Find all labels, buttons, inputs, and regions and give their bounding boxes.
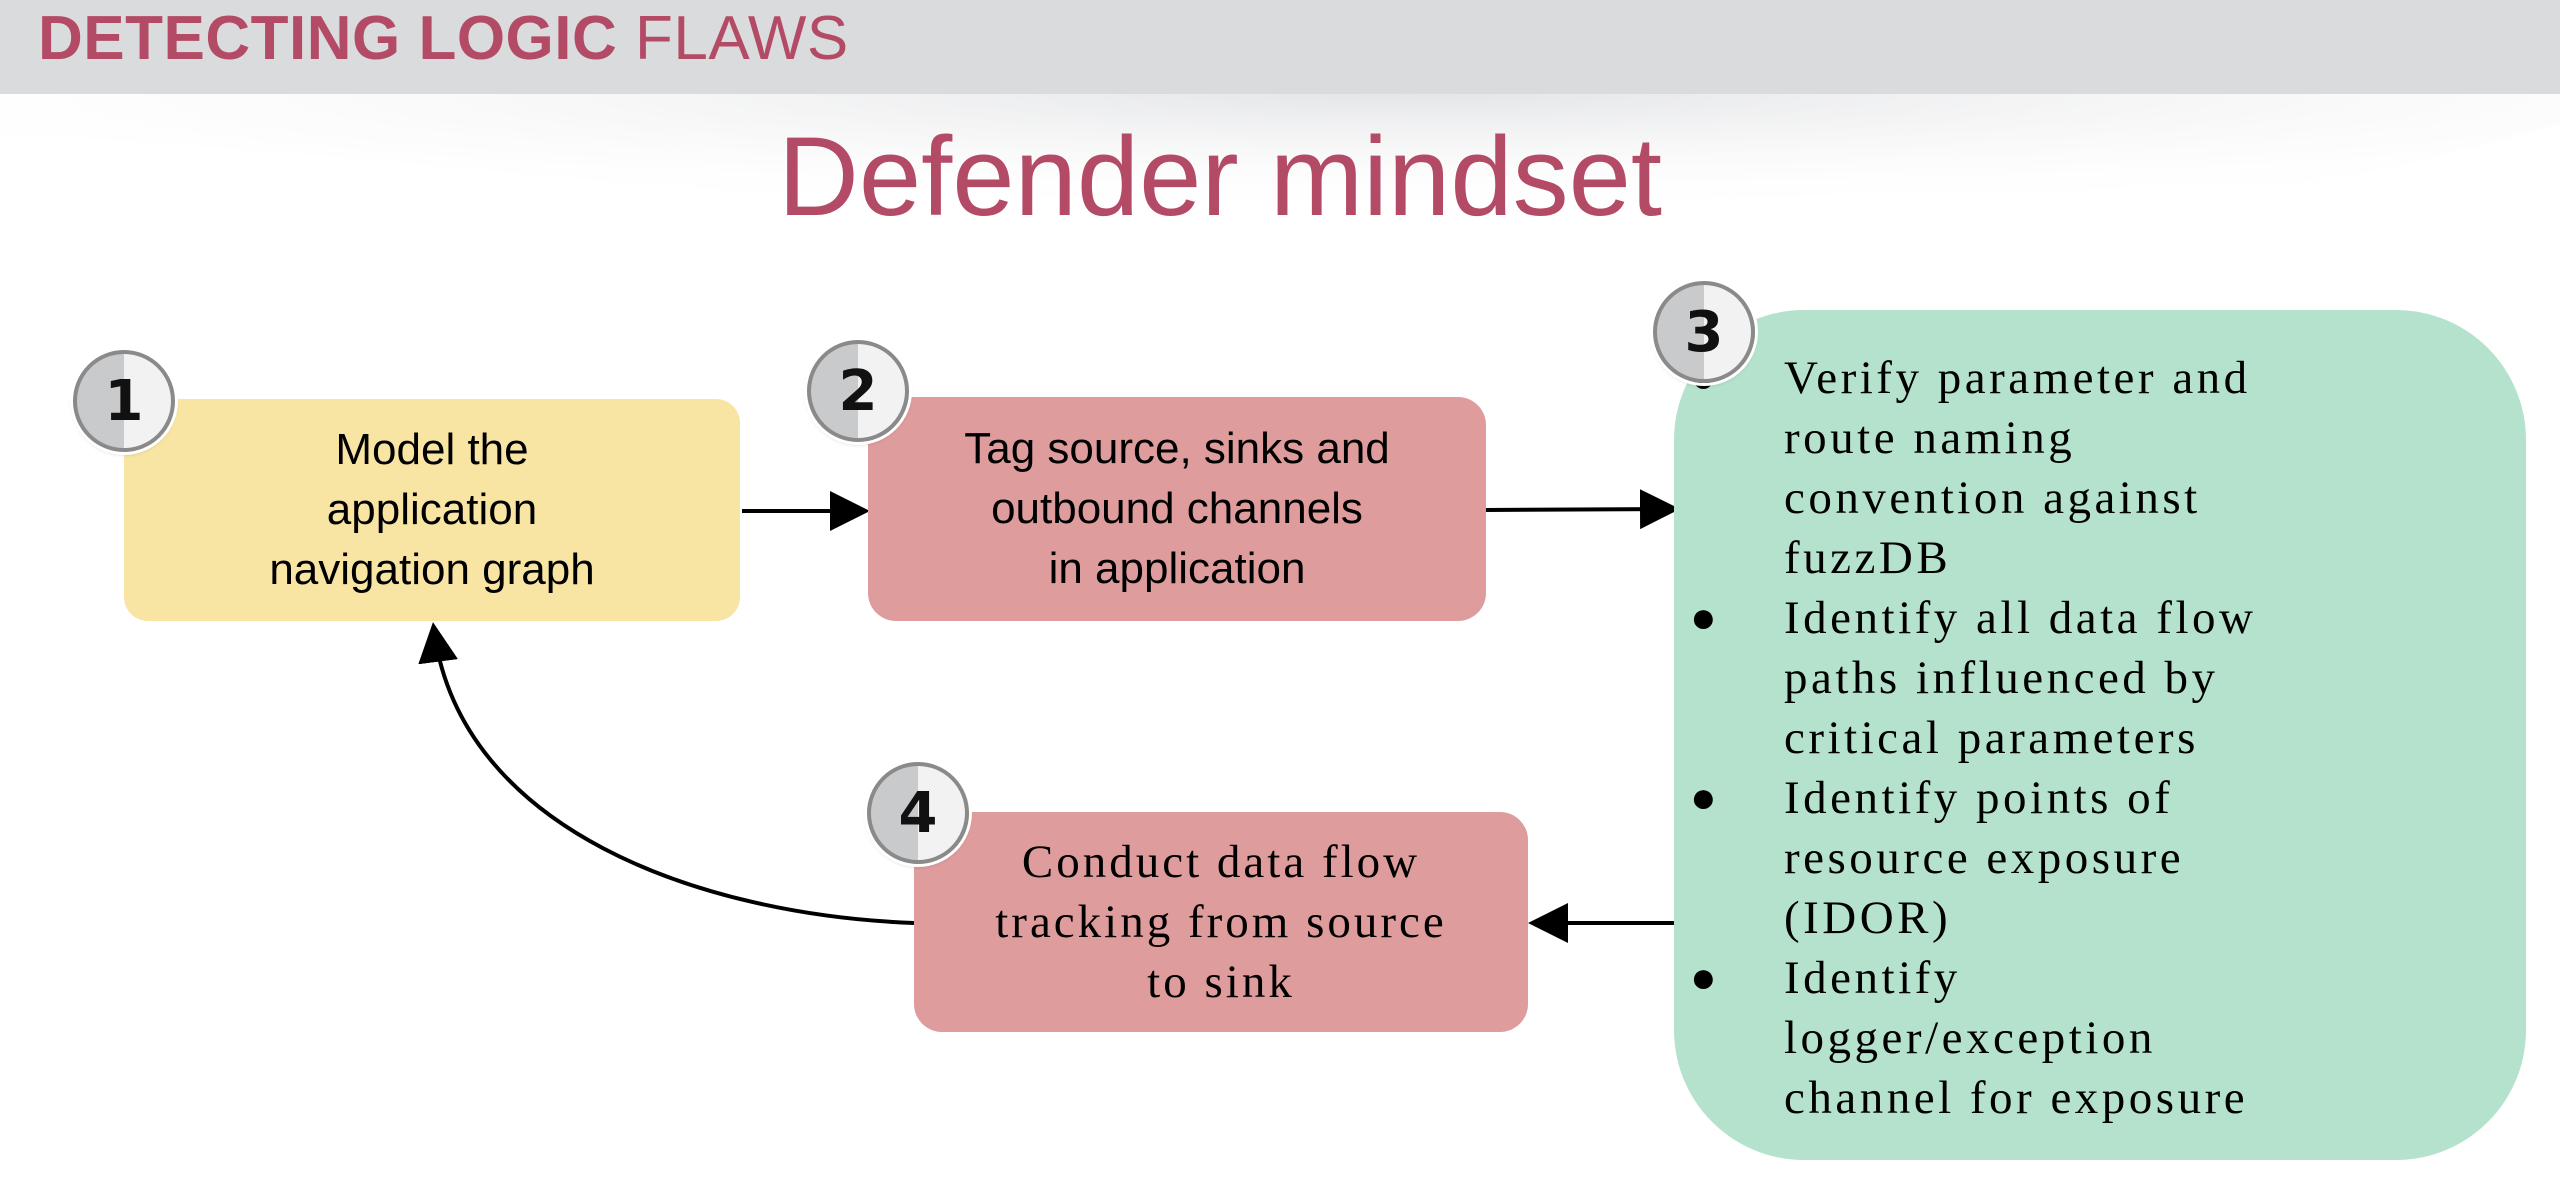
slide-title: Defender mindset bbox=[777, 114, 1663, 239]
header-title-strong: DETECTING LOGIC bbox=[38, 4, 618, 73]
step-3-bullet-text: Identify points of resource exposure (ID… bbox=[1784, 772, 2185, 944]
step-2-text: Tag source, sinks and outbound channels … bbox=[964, 424, 1390, 593]
step-3-bullet-text: Identify all data flow paths influenced … bbox=[1784, 592, 2257, 764]
step-1-text: Model the application navigation graph bbox=[269, 425, 595, 594]
header-bar bbox=[0, 0, 2560, 94]
step-3-bullet-text: Verify parameter and route naming conven… bbox=[1784, 352, 2251, 584]
background-swoosh bbox=[0, 94, 2560, 265]
step-2-number-badge: 2 bbox=[807, 340, 909, 442]
arrow-4-to-1 bbox=[418, 622, 915, 925]
step-1-number-badge: 1 bbox=[73, 350, 175, 452]
step-3-bullet-text: Identify logger/exception channel for ex… bbox=[1784, 952, 2249, 1124]
bullet-dot: ● bbox=[1690, 773, 1721, 822]
step-3-bullet: ● Identify logger/exception channel for e… bbox=[1690, 948, 2504, 1128]
arrow-2-to-3 bbox=[1485, 489, 1680, 530]
step-4-box: Conduct data flow tracking from source t… bbox=[914, 812, 1528, 1032]
bullet-dot: ● bbox=[1690, 593, 1721, 642]
step-3-bullet: ●Verify parameter and route naming conve… bbox=[1690, 348, 2504, 588]
step-3-bullet: ● Identify all data flow paths influenced… bbox=[1690, 588, 2504, 768]
step-2-box: Tag source, sinks and outbound channels … bbox=[868, 397, 1486, 621]
step-4-text: Conduct data flow tracking from source t… bbox=[995, 836, 1447, 1008]
step-3-box: ● Verify parameter and route naming conve… bbox=[1674, 310, 2526, 1160]
step-3-bullet-list: ● Verify parameter and route naming conve… bbox=[1690, 348, 2504, 1128]
step-3-number-badge: 3 bbox=[1653, 281, 1755, 383]
step-1-box: Model the application navigation graph bbox=[124, 399, 740, 621]
step-3-bullet: ● Identify points of resource exposure (I… bbox=[1690, 768, 2504, 948]
header-title-rest: FLAWS bbox=[617, 4, 849, 73]
bullet-dot: ● bbox=[1690, 953, 1721, 1002]
step-4-number-badge: 4 bbox=[867, 762, 969, 864]
header-title: DETECTING LOGIC FLAWS bbox=[38, 0, 849, 78]
